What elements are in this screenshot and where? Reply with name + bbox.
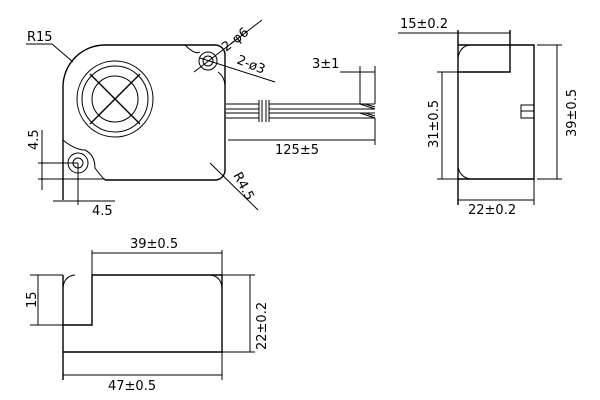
- vertical-offset-label: 4.5: [27, 129, 42, 150]
- lead-length-label: 125±5: [275, 143, 319, 158]
- phi3-leader: [199, 57, 276, 83]
- phi6-label: 2-φ6: [219, 25, 252, 55]
- total-length-label: 47±0.5: [108, 379, 156, 394]
- r45-leader: [209, 162, 259, 211]
- side-fillet: [457, 44, 471, 180]
- front-view: R15 2-φ6 2-ø3 3±1 125±5 R4.5 4.5 4.5: [26, 19, 376, 219]
- horizontal-offset-label: 4.5: [92, 204, 113, 219]
- width-dimension: [458, 179, 535, 205]
- top-length-label: 39±0.5: [130, 237, 178, 252]
- bottom-body-outline: [62, 274, 223, 380]
- phi6-leader: [193, 19, 263, 73]
- horizontal-offset-dimension: [53, 163, 115, 205]
- width-label: 22±0.2: [468, 203, 516, 218]
- r15-label: R15: [27, 30, 53, 45]
- lead-length-dimension: [228, 118, 376, 145]
- top-right-ear: [184, 44, 226, 86]
- bottom-left-ear: [62, 139, 106, 181]
- total-length-dimension: [63, 352, 223, 380]
- top-width-label: 15±0.2: [400, 17, 448, 32]
- top-length-dimension: [91, 250, 223, 275]
- r15-leader: [26, 43, 74, 63]
- lead-wires: [226, 100, 376, 122]
- inner-height-label: 31±0.5: [427, 100, 442, 148]
- vertical-offset-dimension: [38, 130, 105, 190]
- total-height-label: 39±0.5: [565, 89, 580, 137]
- total-height-dimension: [537, 44, 562, 180]
- lead-strip-label: 3±1: [312, 57, 339, 72]
- mounting-hole-top-right: [198, 51, 218, 71]
- notch-label: 15: [25, 291, 40, 308]
- side-connector: [520, 104, 535, 119]
- bottom-fillet: [62, 274, 223, 289]
- front-body-outline: [62, 44, 226, 200]
- speaker-grille: [76, 60, 154, 138]
- bottom-view: 39±0.5 15 22±0.2 47±0.5: [25, 237, 270, 394]
- height-dimension: [222, 274, 255, 353]
- inner-height-dimension: [437, 71, 458, 180]
- notch-dimension: [30, 274, 63, 326]
- side-view: 15±0.2 31±0.5 39±0.5 22±0.2: [398, 17, 580, 218]
- height-label: 22±0.2: [255, 302, 270, 350]
- lead-strip-dimension: [340, 66, 376, 104]
